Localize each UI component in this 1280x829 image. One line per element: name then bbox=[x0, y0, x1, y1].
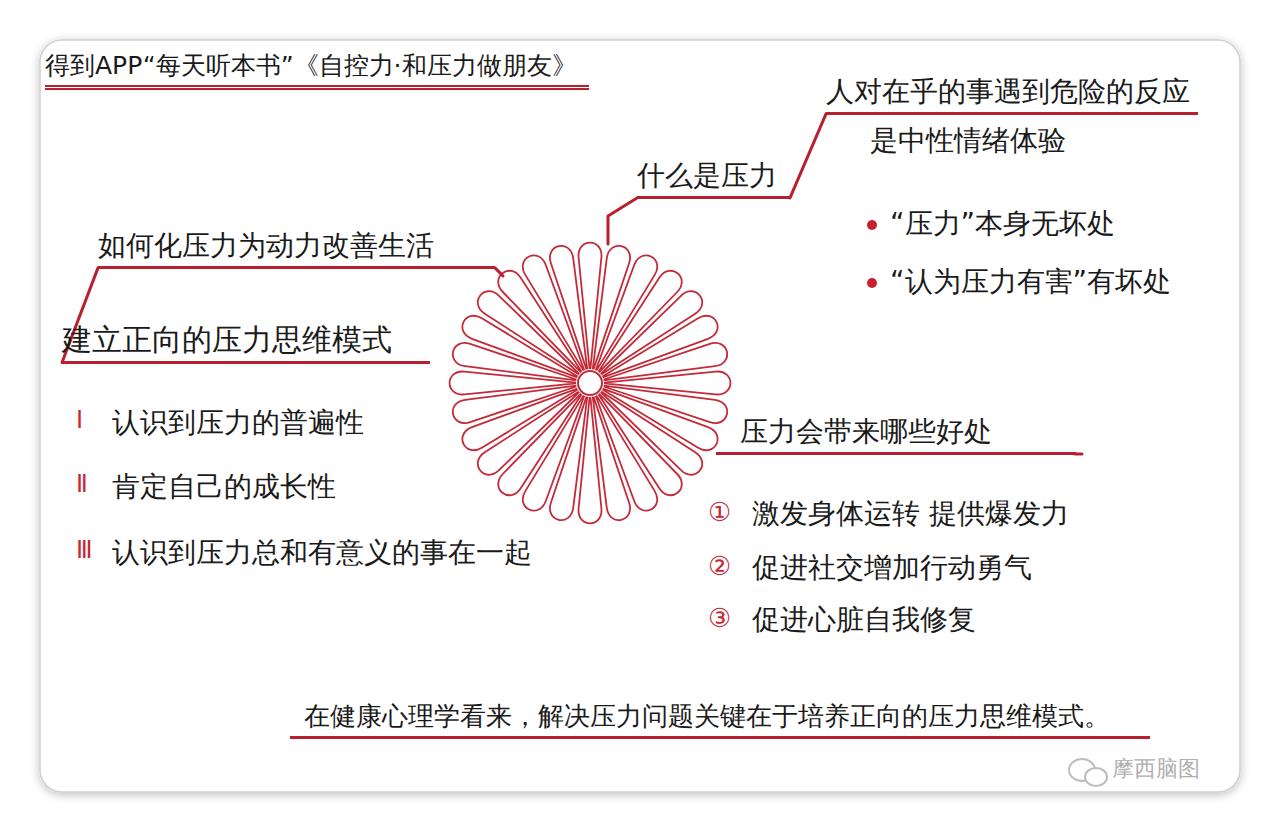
topic-text: 压力会带来哪些好处 bbox=[716, 414, 1076, 455]
flower-petal bbox=[498, 271, 581, 373]
flower-center bbox=[450, 243, 731, 524]
caption: 在健康心理学看来，解决压力问题关键在于培养正向的压力思维模式。 bbox=[290, 700, 1150, 739]
list-item: 认识到压力总和有意义的事在一起 bbox=[112, 535, 532, 571]
branch-line bbox=[495, 268, 503, 276]
flower-petal bbox=[462, 316, 577, 378]
list-item: 激发身体运转 提供爆发力 bbox=[752, 496, 1069, 532]
topic-text: 人对在乎的事遇到危险的反应 bbox=[826, 74, 1198, 115]
icon-bubble bbox=[1085, 768, 1107, 786]
flower-petal bbox=[453, 386, 577, 423]
flower-petal bbox=[593, 397, 630, 521]
flower-petal bbox=[478, 391, 580, 474]
flower-petal bbox=[579, 243, 602, 369]
bullet-text: “认为压力有害”有坏处 bbox=[890, 264, 1171, 300]
callout-number: ② bbox=[708, 550, 731, 584]
list-item: 认识到压力的普遍性 bbox=[112, 405, 364, 441]
flower-core bbox=[578, 371, 602, 395]
topic-text: 什么是压力 bbox=[637, 158, 790, 199]
list-item: 促进心脏自我修复 bbox=[752, 602, 976, 638]
branch-line bbox=[608, 198, 637, 244]
topic-node: 压力会带来哪些好处 bbox=[716, 414, 1076, 455]
callout-number: ③ bbox=[708, 602, 731, 636]
title: 得到APP“每天听本书”《自控力·和压力做朋友》 bbox=[45, 50, 589, 90]
flower-petal bbox=[523, 395, 585, 510]
flower-petal bbox=[550, 246, 587, 370]
bullet-dot bbox=[867, 220, 877, 230]
roman-number: Ⅲ bbox=[76, 535, 93, 566]
list-item: 肯定自己的成长性 bbox=[112, 469, 336, 505]
roman-number: Ⅰ bbox=[76, 405, 83, 436]
topic-node: 建立正向的压力思维模式 bbox=[62, 320, 430, 364]
bullet-dot bbox=[867, 278, 877, 288]
topic-node: 人对在乎的事遇到危险的反应是中性情绪体验 bbox=[826, 74, 1198, 160]
roman-number: Ⅱ bbox=[76, 469, 88, 500]
flower-petal bbox=[601, 291, 703, 374]
flower-petal bbox=[602, 389, 717, 451]
topic-node: 什么是压力 bbox=[637, 158, 790, 199]
watermark: 摩西脑图 bbox=[1112, 755, 1200, 784]
branch-connector bbox=[790, 114, 826, 198]
flower-petal bbox=[598, 394, 681, 496]
callout-number: ① bbox=[708, 496, 731, 530]
card-frame bbox=[40, 40, 1240, 792]
list-item: 促进社交增加行动勇气 bbox=[752, 550, 1032, 586]
topic-note: 是中性情绪体验 bbox=[870, 123, 1198, 159]
topic-node: 如何化压力为动力改善生活 bbox=[98, 228, 495, 269]
flower-petal bbox=[579, 397, 602, 523]
wechat-icon bbox=[1069, 759, 1107, 786]
flower-petal bbox=[604, 372, 730, 395]
bullet-text: “压力”本身无坏处 bbox=[890, 206, 1115, 242]
branch-line bbox=[1075, 452, 1082, 455]
flower-petal bbox=[604, 343, 728, 380]
flower-petal bbox=[450, 372, 576, 395]
topic-text: 如何化压力为动力改善生活 bbox=[98, 228, 495, 269]
topic-text: 建立正向的压力思维模式 bbox=[62, 320, 430, 364]
flower-petal bbox=[596, 255, 658, 370]
